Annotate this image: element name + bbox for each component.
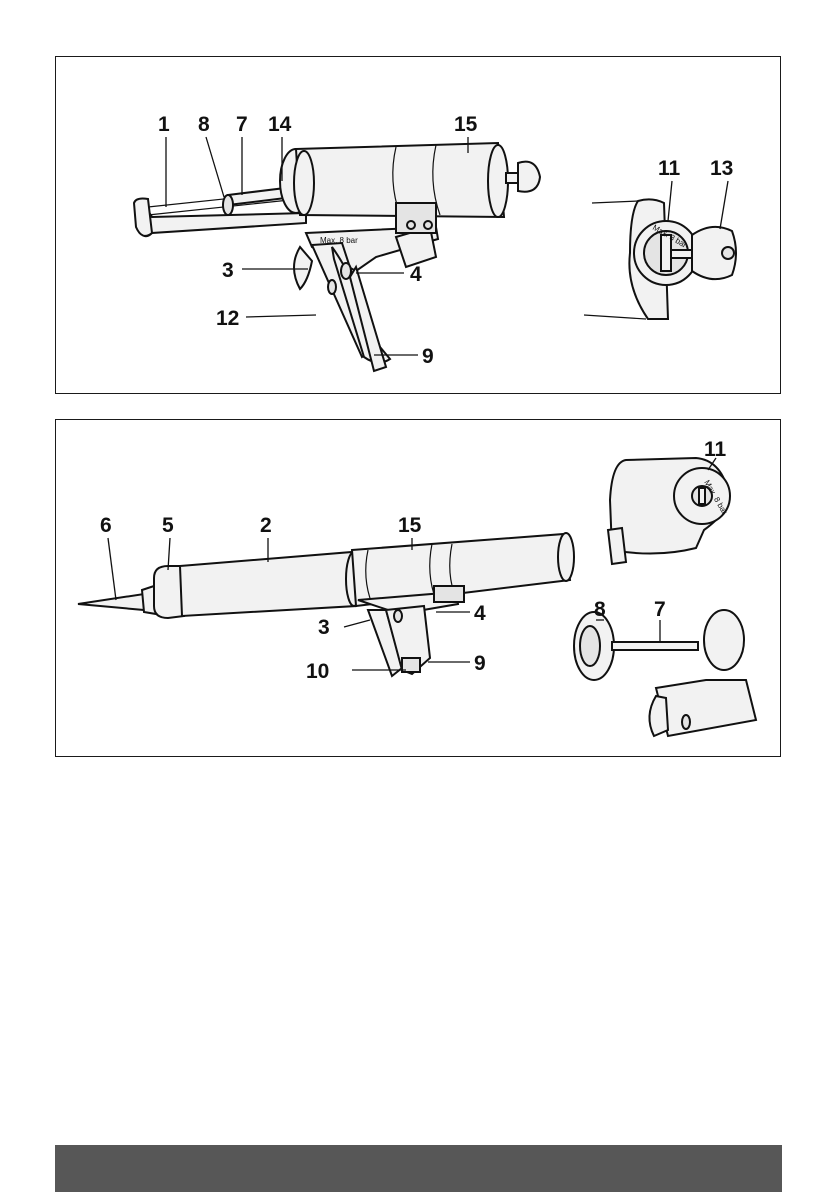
label-4: 4	[474, 602, 486, 625]
label-7: 7	[236, 113, 248, 136]
label-1: 1	[158, 113, 170, 136]
end-cap-detail: Max. 8 bar	[608, 458, 730, 564]
label-14: 14	[268, 113, 292, 136]
label-12: 12	[216, 307, 239, 330]
label-15: 15	[398, 514, 422, 537]
label-13: 13	[710, 157, 733, 180]
max-pressure-engraving: Max. 8 bar	[320, 236, 358, 245]
label-8: 8	[198, 113, 210, 136]
nozzle	[78, 594, 144, 610]
piston-disc	[223, 195, 233, 215]
end-knob	[506, 162, 540, 192]
piston-rod	[612, 642, 698, 650]
label-7: 7	[654, 598, 666, 621]
label-5: 5	[162, 514, 174, 537]
label-11: 11	[658, 157, 681, 180]
valve-button	[341, 263, 351, 279]
label-2: 2	[260, 514, 272, 537]
label-9: 9	[474, 652, 486, 675]
footer-bar	[55, 1145, 782, 1192]
label-9: 9	[422, 345, 434, 368]
trigger-lever	[294, 247, 312, 289]
label-8: 8	[594, 598, 606, 621]
cartridge-tube	[180, 552, 362, 616]
label-4: 4	[410, 263, 422, 286]
label-3: 3	[318, 616, 330, 639]
label-3: 3	[222, 259, 234, 282]
end-cap-detail: Max. 8 bar	[584, 199, 736, 319]
piston-detail	[574, 610, 756, 736]
label-11: 11	[704, 438, 727, 461]
figure-top-drawing: Max. 8 bar Max. 8 bar	[56, 57, 782, 395]
figure-top-panel: Max. 8 bar Max. 8 bar	[55, 56, 781, 394]
label-10: 10	[306, 660, 329, 683]
label-6: 6	[100, 514, 112, 537]
regulator	[328, 280, 336, 294]
figure-bottom-drawing: Max. 8 bar 6 5 2	[56, 420, 782, 758]
figure-bottom-panel: Max. 8 bar 6 5 2	[55, 419, 781, 757]
handle-body: Max. 8 bar	[294, 203, 438, 371]
label-15: 15	[454, 113, 478, 136]
